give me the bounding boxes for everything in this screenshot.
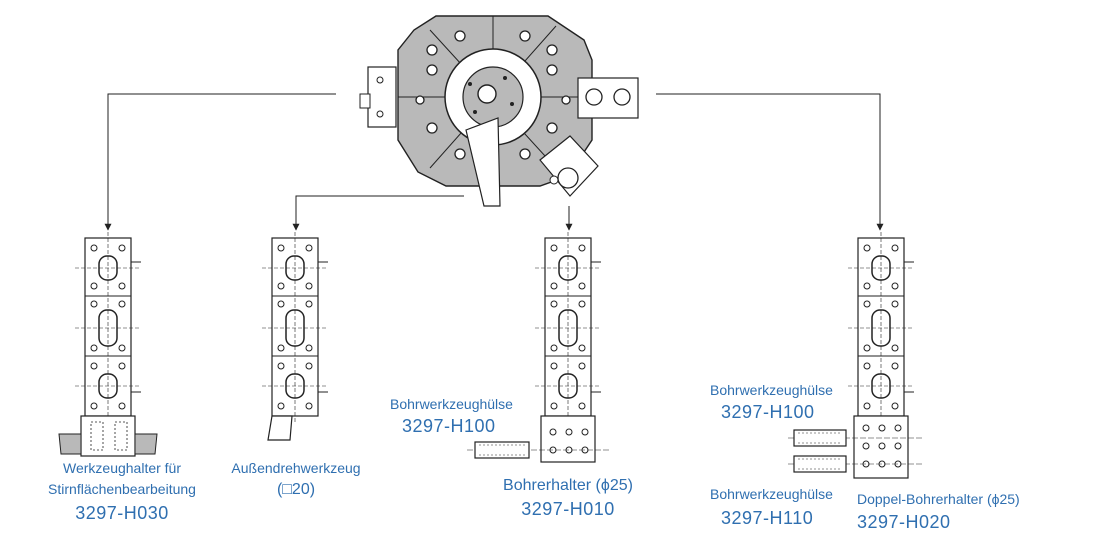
code-double-sleeve-bottom: 3297-H110	[721, 508, 814, 528]
code-double-sleeve-top: 3297-H100	[721, 402, 815, 422]
label-external-turning-line1: Außendrehwerkzeug	[231, 460, 361, 476]
code-drill-sleeve: 3297-H100	[402, 416, 496, 436]
holder-double-drill	[788, 231, 922, 479]
code-face-holder: 3297-H030	[75, 503, 169, 523]
label-double-sleeve-bottom: Bohrwerkzeughülse	[710, 486, 833, 502]
label-external-turning-line2: (□20)	[276, 481, 316, 498]
code-drill-holder: 3297-H010	[521, 499, 615, 519]
holder-external-turning	[261, 231, 329, 441]
holder-drill	[467, 231, 611, 463]
code-double-drill-holder: 3297-H020	[857, 512, 951, 532]
label-drill-sleeve: Bohrwerkzeughülse	[390, 396, 513, 412]
label-face-holder-line2: Stirnflächenbearbeitung	[48, 481, 196, 497]
label-face-holder-line1: Werkzeughalter für	[62, 460, 182, 476]
connector-lines	[104, 93, 884, 231]
holder-face-machining	[58, 231, 158, 457]
turret-drawing	[359, 15, 639, 207]
label-drill-holder: Bohrerhalter (ϕ25)	[503, 477, 633, 494]
label-double-drill-holder: Doppel-Bohrerhalter (ϕ25)	[857, 491, 1020, 507]
label-double-sleeve-top: Bohrwerkzeughülse	[710, 382, 833, 398]
